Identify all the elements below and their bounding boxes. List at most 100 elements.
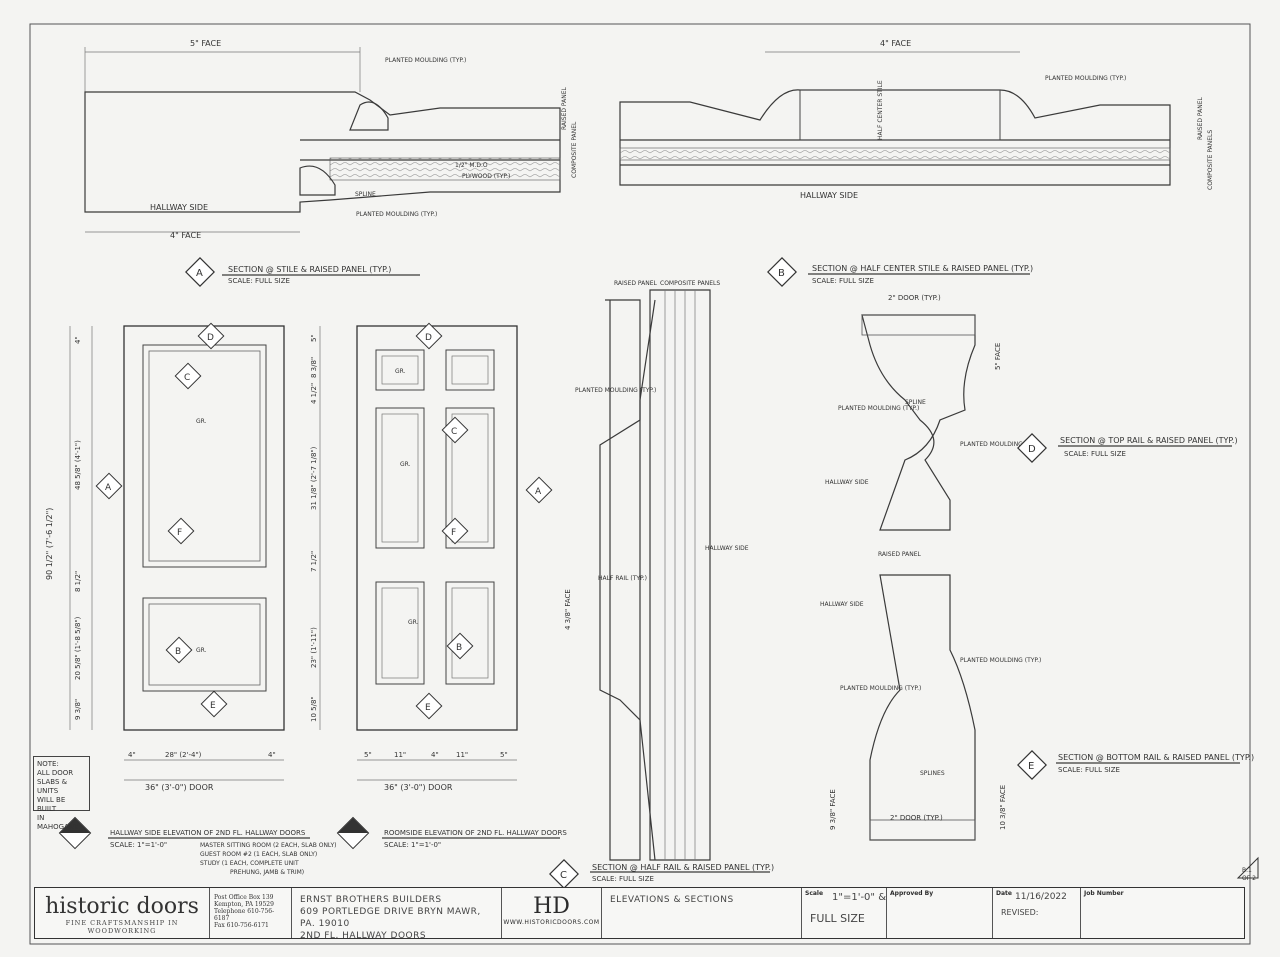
cut-marker-f-roomside: F <box>441 517 469 545</box>
label-planted-moulding-a1: PLANTED MOULDING (TYP.) <box>385 57 466 64</box>
label-plywood: PLYWOOD (TYP.) <box>462 173 510 180</box>
roomside-h-dim-5: 7 1/2" <box>310 551 318 572</box>
label-raised-d: RAISED PANEL <box>878 551 922 558</box>
label-planted-e1: PLANTED MOULDING (TYP.) <box>960 657 1041 664</box>
roomside-w-dim-3: 4" <box>431 751 439 759</box>
label-hallway-side-d: HALLWAY SIDE <box>825 479 869 486</box>
cut-marker-d-roomside: D <box>415 322 443 350</box>
label-spline-d: SPLINE <box>905 399 926 406</box>
gr-roomside-3: GR. <box>408 619 419 626</box>
logo-cell: HD WWW.HISTORICDOORS.COM <box>502 888 602 938</box>
section-d-title: SECTION @ TOP RAIL & RAISED PANEL (TYP.) <box>1060 436 1238 445</box>
label-door-d: 2" DOOR (TYP.) <box>888 294 941 302</box>
svg-text:C: C <box>560 870 567 881</box>
svg-text:OF 2: OF 2 <box>1242 875 1256 882</box>
material-note: NOTE: ALL DOOR SLABS & UNITS WILL BE BUI… <box>33 756 90 831</box>
hallway-elevation-title: HALLWAY SIDE ELEVATION OF 2ND FL. HALLWA… <box>58 816 337 876</box>
roomside-h-dim-4: 31 1/8" (2'-7 1/8") <box>310 446 318 510</box>
label-composite-panels-b: COMPOSITE PANELS <box>1207 130 1214 190</box>
cut-marker-e-roomside: E <box>415 692 443 720</box>
svg-text:GUEST ROOM #2 (1 EACH, SLAB ON: GUEST ROOM #2 (1 EACH, SLAB ONLY) <box>200 851 317 858</box>
label-raised-panel-b: RAISED PANEL <box>1197 96 1204 140</box>
svg-text:C: C <box>451 427 457 437</box>
website: WWW.HISTORICDOORS.COM <box>503 919 600 926</box>
label-hallway-side-a: HALLWAY SIDE <box>150 203 208 212</box>
dim-e-face-1: 9 3/8" FACE <box>829 789 837 830</box>
hallway-h-dim-2: 48 5/8" (4'-1") <box>74 440 82 490</box>
drawing-title-cell: ELEVATIONS & SECTIONS <box>602 888 802 938</box>
hallway-w-dim-3: 4" <box>268 751 276 759</box>
hallway-h-dim-4: 20 5/8" (1'-8 5/8") <box>74 616 82 680</box>
label-raised-panel-a: RAISED PANEL <box>561 86 568 130</box>
cut-marker-f-hallway: F <box>167 517 195 545</box>
section-e-title: SECTION @ BOTTOM RAIL & RAISED PANEL (TY… <box>1058 753 1254 762</box>
section-a-title: SECTION @ STILE & RAISED PANEL (TYP.) <box>228 265 391 274</box>
hallway-w-dim-1: 4" <box>128 751 136 759</box>
approved-cell: Approved By <box>887 888 993 938</box>
section-c-drawing: RAISED PANEL COMPOSITE PANELS PLANTED MO… <box>564 280 749 861</box>
svg-text:D: D <box>425 333 432 343</box>
cut-marker-c-roomside: C <box>441 416 469 444</box>
svg-text:ROOMSIDE ELEVATION OF 2ND FL.: ROOMSIDE ELEVATION OF 2ND FL. HALLWAY DO… <box>384 829 567 837</box>
label-half-rail: HALF RAIL (TYP.) <box>598 575 647 582</box>
svg-text:E: E <box>1028 761 1034 772</box>
svg-text:MASTER SITTING ROOM (2 EACH, S: MASTER SITTING ROOM (2 EACH, SLAB ONLY) <box>200 842 337 849</box>
label-raised-c: RAISED PANEL <box>614 280 658 287</box>
gr-hallway-1: GR. <box>196 418 207 425</box>
hallway-h-dim-3: 8 1/2" <box>74 571 82 592</box>
cut-marker-d-hallway: D <box>197 322 225 350</box>
scale-cell: Scale 1"=1'-0" & FULL SIZE <box>802 888 887 938</box>
sheet-border <box>29 23 1251 945</box>
marker-b-letter: B <box>778 268 785 279</box>
cut-marker-a-hallway: A <box>95 472 123 500</box>
svg-text:F: F <box>451 528 456 538</box>
label-splines-e: SPLINES <box>920 770 945 777</box>
job-number-cell: Job Number <box>1084 890 1124 897</box>
cut-marker-b-roomside: B <box>446 632 474 660</box>
hallway-h-dim-5: 9 3/8" <box>74 699 82 720</box>
label-half-center-stile: HALF CENTER STILE <box>877 80 884 140</box>
svg-text:A: A <box>535 487 542 497</box>
roomside-w-dim-5: 5" <box>500 751 508 759</box>
hallway-elevation: GR. GR. 90 1/2" (7'-6 1/2") 4" 48 5/8" (… <box>45 322 285 792</box>
label-planted-e2: PLANTED MOULDING (TYP.) <box>840 685 921 692</box>
roomside-h-dim-3: 4 1/2" <box>310 383 318 404</box>
svg-text:C: C <box>184 373 190 383</box>
label-hallway-side-e: HALLWAY SIDE <box>820 601 864 608</box>
section-d-scale: SCALE: FULL SIZE <box>1064 450 1126 458</box>
svg-text:D: D <box>1028 444 1036 455</box>
section-b-title: SECTION @ HALF CENTER STILE & RAISED PAN… <box>812 264 1033 273</box>
roomside-elevation-title: ROOMSIDE ELEVATION OF 2ND FL. HALLWAY DO… <box>336 816 567 850</box>
cut-marker-e-hallway: E <box>200 690 228 718</box>
hallway-overall-height: 90 1/2" (7'-6 1/2") <box>45 508 54 580</box>
label-hallway-side-c: HALLWAY SIDE <box>705 545 749 552</box>
svg-text:SCALE: 1"=1'-0": SCALE: 1"=1'-0" <box>384 841 441 849</box>
section-a-marker: A SECTION @ STILE & RAISED PANEL (TYP.) … <box>185 257 420 287</box>
hallway-h-dim-1: 4" <box>74 336 82 344</box>
hallway-width-label: 36" (3'-0") DOOR <box>145 783 214 792</box>
label-planted-moulding-b: PLANTED MOULDING (TYP.) <box>1045 75 1126 82</box>
roomside-h-dim-1: 5" <box>310 334 318 342</box>
gr-hallway-2: GR. <box>196 647 207 654</box>
gr-roomside-2: GR. <box>400 461 411 468</box>
svg-text:A: A <box>105 483 112 493</box>
svg-text:D: D <box>207 333 214 343</box>
roomside-h-dim-7: 10 5/8" <box>310 696 318 722</box>
svg-text:E: E <box>210 701 216 711</box>
roomside-w-dim-1: 5" <box>364 751 372 759</box>
dim-d-face: 5" FACE <box>994 343 1002 370</box>
section-a-scale: SCALE: FULL SIZE <box>228 277 290 285</box>
svg-text:F: F <box>177 528 182 538</box>
label-hallway-side-b: HALLWAY SIDE <box>800 191 858 200</box>
label-planted-d1: PLANTED MOULDING (TYP.) <box>838 405 919 412</box>
cut-marker-a-roomside: A <box>525 476 553 504</box>
section-b-drawing: 4" FACE HALLWAY SIDE PLANTED MOULDING (T… <box>619 39 1214 200</box>
brand-cell: historic doors FINE CRAFTSMANSHIP IN WOO… <box>35 888 210 938</box>
section-b-marker: B SECTION @ HALF CENTER STILE & RAISED P… <box>767 257 1033 287</box>
dim-e-face-2: 10 3/8" FACE <box>999 785 1007 830</box>
svg-text:STUDY (1 EACH, COMPLETE UNIT: STUDY (1 EACH, COMPLETE UNIT <box>200 860 299 867</box>
section-c-title: SECTION @ HALF RAIL & RAISED PANEL (TYP.… <box>592 863 774 872</box>
address-cell: Post Office Box 139 Kempton, PA 19529 Te… <box>210 888 292 938</box>
roomside-width-label: 36" (3'-0") DOOR <box>384 783 453 792</box>
